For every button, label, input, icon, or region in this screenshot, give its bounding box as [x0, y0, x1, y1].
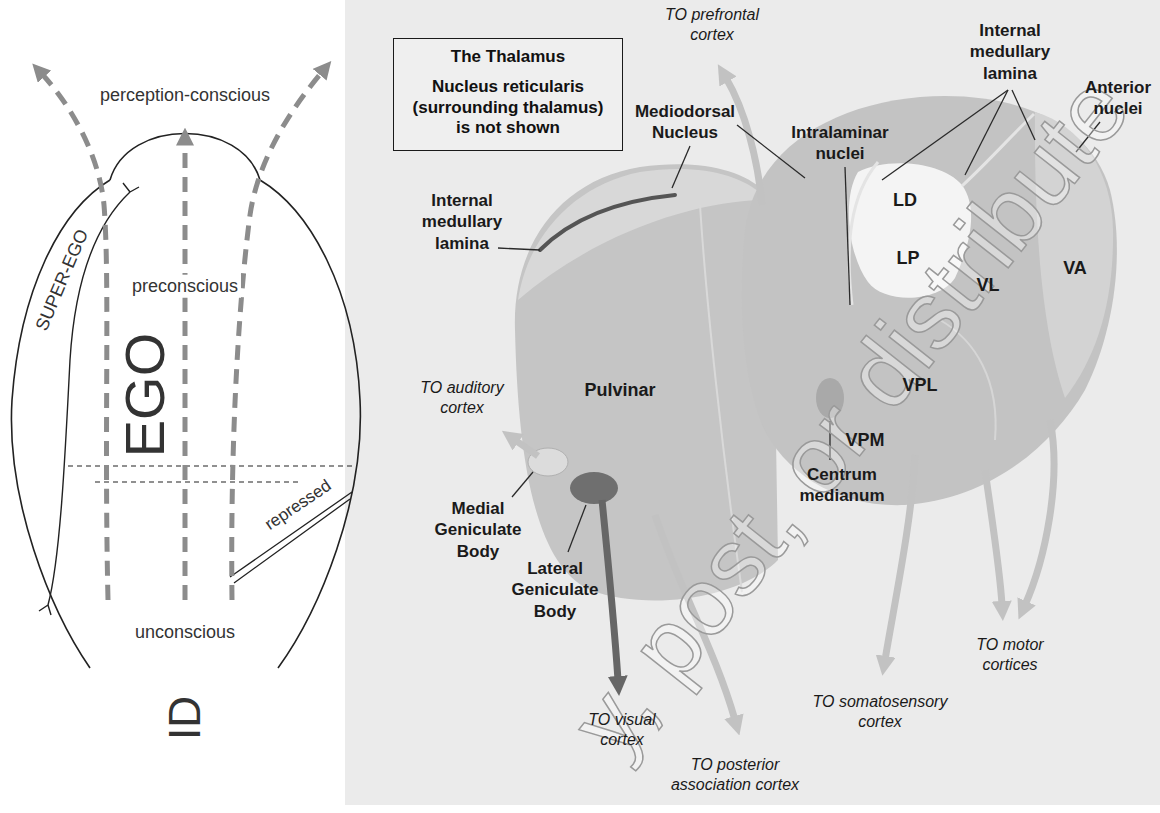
- structure-label: Anterior nuclei: [1076, 77, 1160, 120]
- note-box: The ThalamusNucleus reticularis (surroun…: [393, 38, 623, 151]
- projection-arrow: [655, 515, 735, 720]
- leader-line: [882, 90, 1008, 180]
- pulvinar-top-face: [518, 169, 768, 300]
- projection-arrow: [515, 440, 538, 456]
- leader-line: [965, 90, 1008, 175]
- leader-line: [568, 505, 586, 552]
- structure-label: Intralaminar nuclei: [785, 122, 895, 165]
- projection-target: TO posterior association cortex: [665, 755, 805, 795]
- nucleus-label: Pulvinar: [584, 379, 655, 402]
- leader-line: [845, 167, 850, 305]
- medullary-lamina: [540, 195, 675, 250]
- visual-projection-arrow: [602, 500, 618, 680]
- projection-arrow: [885, 455, 915, 660]
- lateral-dorsal-region: [849, 163, 971, 297]
- pulvinar-body: [515, 164, 778, 600]
- structure-label: Internal medullary lamina: [960, 20, 1060, 84]
- nucleus-abbrev: VA: [1063, 257, 1087, 280]
- leader-line: [1012, 90, 1035, 140]
- structure-label: Mediodorsal Nucleus: [630, 101, 740, 144]
- projection-arrow: [985, 470, 1002, 605]
- medullary-lamina: [962, 114, 1034, 186]
- region-label: perception-conscious: [97, 84, 273, 107]
- nucleus-abbrev: LP: [896, 247, 919, 270]
- projection-target: TO somatosensory cortex: [805, 692, 955, 732]
- nucleus-label: Medial Geniculate Body: [428, 498, 528, 562]
- centrum-medianum-region: [816, 378, 844, 418]
- psyche-outline: [11, 180, 110, 668]
- nucleus-label: Lateral Geniculate Body: [505, 558, 605, 622]
- region-label: preconscious: [129, 275, 241, 298]
- structural-model-outline-drawing: [0, 40, 380, 785]
- structural-model-outline: perception-consciousSUPER-EGO preconsciou…: [0, 40, 380, 785]
- region-label: repressed: [258, 473, 338, 536]
- leader-line: [829, 421, 830, 460]
- leader-line: [1076, 122, 1100, 152]
- nucleus-boundary: [940, 320, 996, 440]
- region-label: unconscious: [132, 621, 238, 644]
- dashed-divider: [68, 465, 357, 466]
- box-title: The Thalamus: [406, 47, 610, 67]
- medullary-lamina: [849, 162, 878, 305]
- leader-line: [512, 472, 533, 497]
- nucleus-boundary: [700, 205, 742, 592]
- projection-target: TO prefrontal cortex: [650, 5, 775, 45]
- leader-line: [737, 125, 805, 178]
- medial-geniculate-body: [528, 448, 568, 476]
- anterior-face: [1035, 112, 1113, 398]
- lateral-geniculate-shape: Lateral Geniculate Body: [566, 468, 622, 508]
- nucleus-abbrev: VPM: [845, 429, 884, 452]
- psyche-outline: [260, 180, 360, 668]
- medial-geniculate-shape-drawing: [522, 444, 574, 480]
- dashed-arrow: [183, 142, 188, 600]
- projection-arrow: [726, 78, 762, 205]
- agency-label: ID: [165, 693, 205, 743]
- nucleus-abbrev: LD: [893, 189, 917, 212]
- projection-target: TO auditory cortex: [412, 378, 512, 418]
- structure-label: Centrum medianum: [795, 464, 890, 507]
- leader-line: [672, 146, 690, 188]
- grey-panel: [345, 0, 1160, 805]
- structure-label: Internal medullary lamina: [412, 190, 512, 254]
- dashed-arrow: [42, 74, 108, 600]
- thalamus-body: [742, 96, 1117, 505]
- box-note: Nucleus reticularis (surrounding thalamu…: [406, 77, 610, 138]
- agency-label: EGO: [121, 330, 169, 460]
- projection-target: TO visual cortex: [577, 710, 667, 750]
- medial-geniculate-shape: Medial Geniculate Body: [522, 444, 574, 480]
- projection-arrow: [1025, 420, 1054, 605]
- dashed-divider: [95, 481, 300, 482]
- nucleus-abbrev: VL: [976, 274, 999, 297]
- nucleus-abbrev: VPL: [902, 374, 937, 397]
- lateral-geniculate-shape-drawing: [566, 468, 622, 508]
- leader-line: [498, 248, 540, 250]
- agency-label: SUPER-EGO: [29, 223, 94, 337]
- projection-target: TO motor cortices: [960, 635, 1060, 675]
- lateral-geniculate-body: [570, 472, 618, 504]
